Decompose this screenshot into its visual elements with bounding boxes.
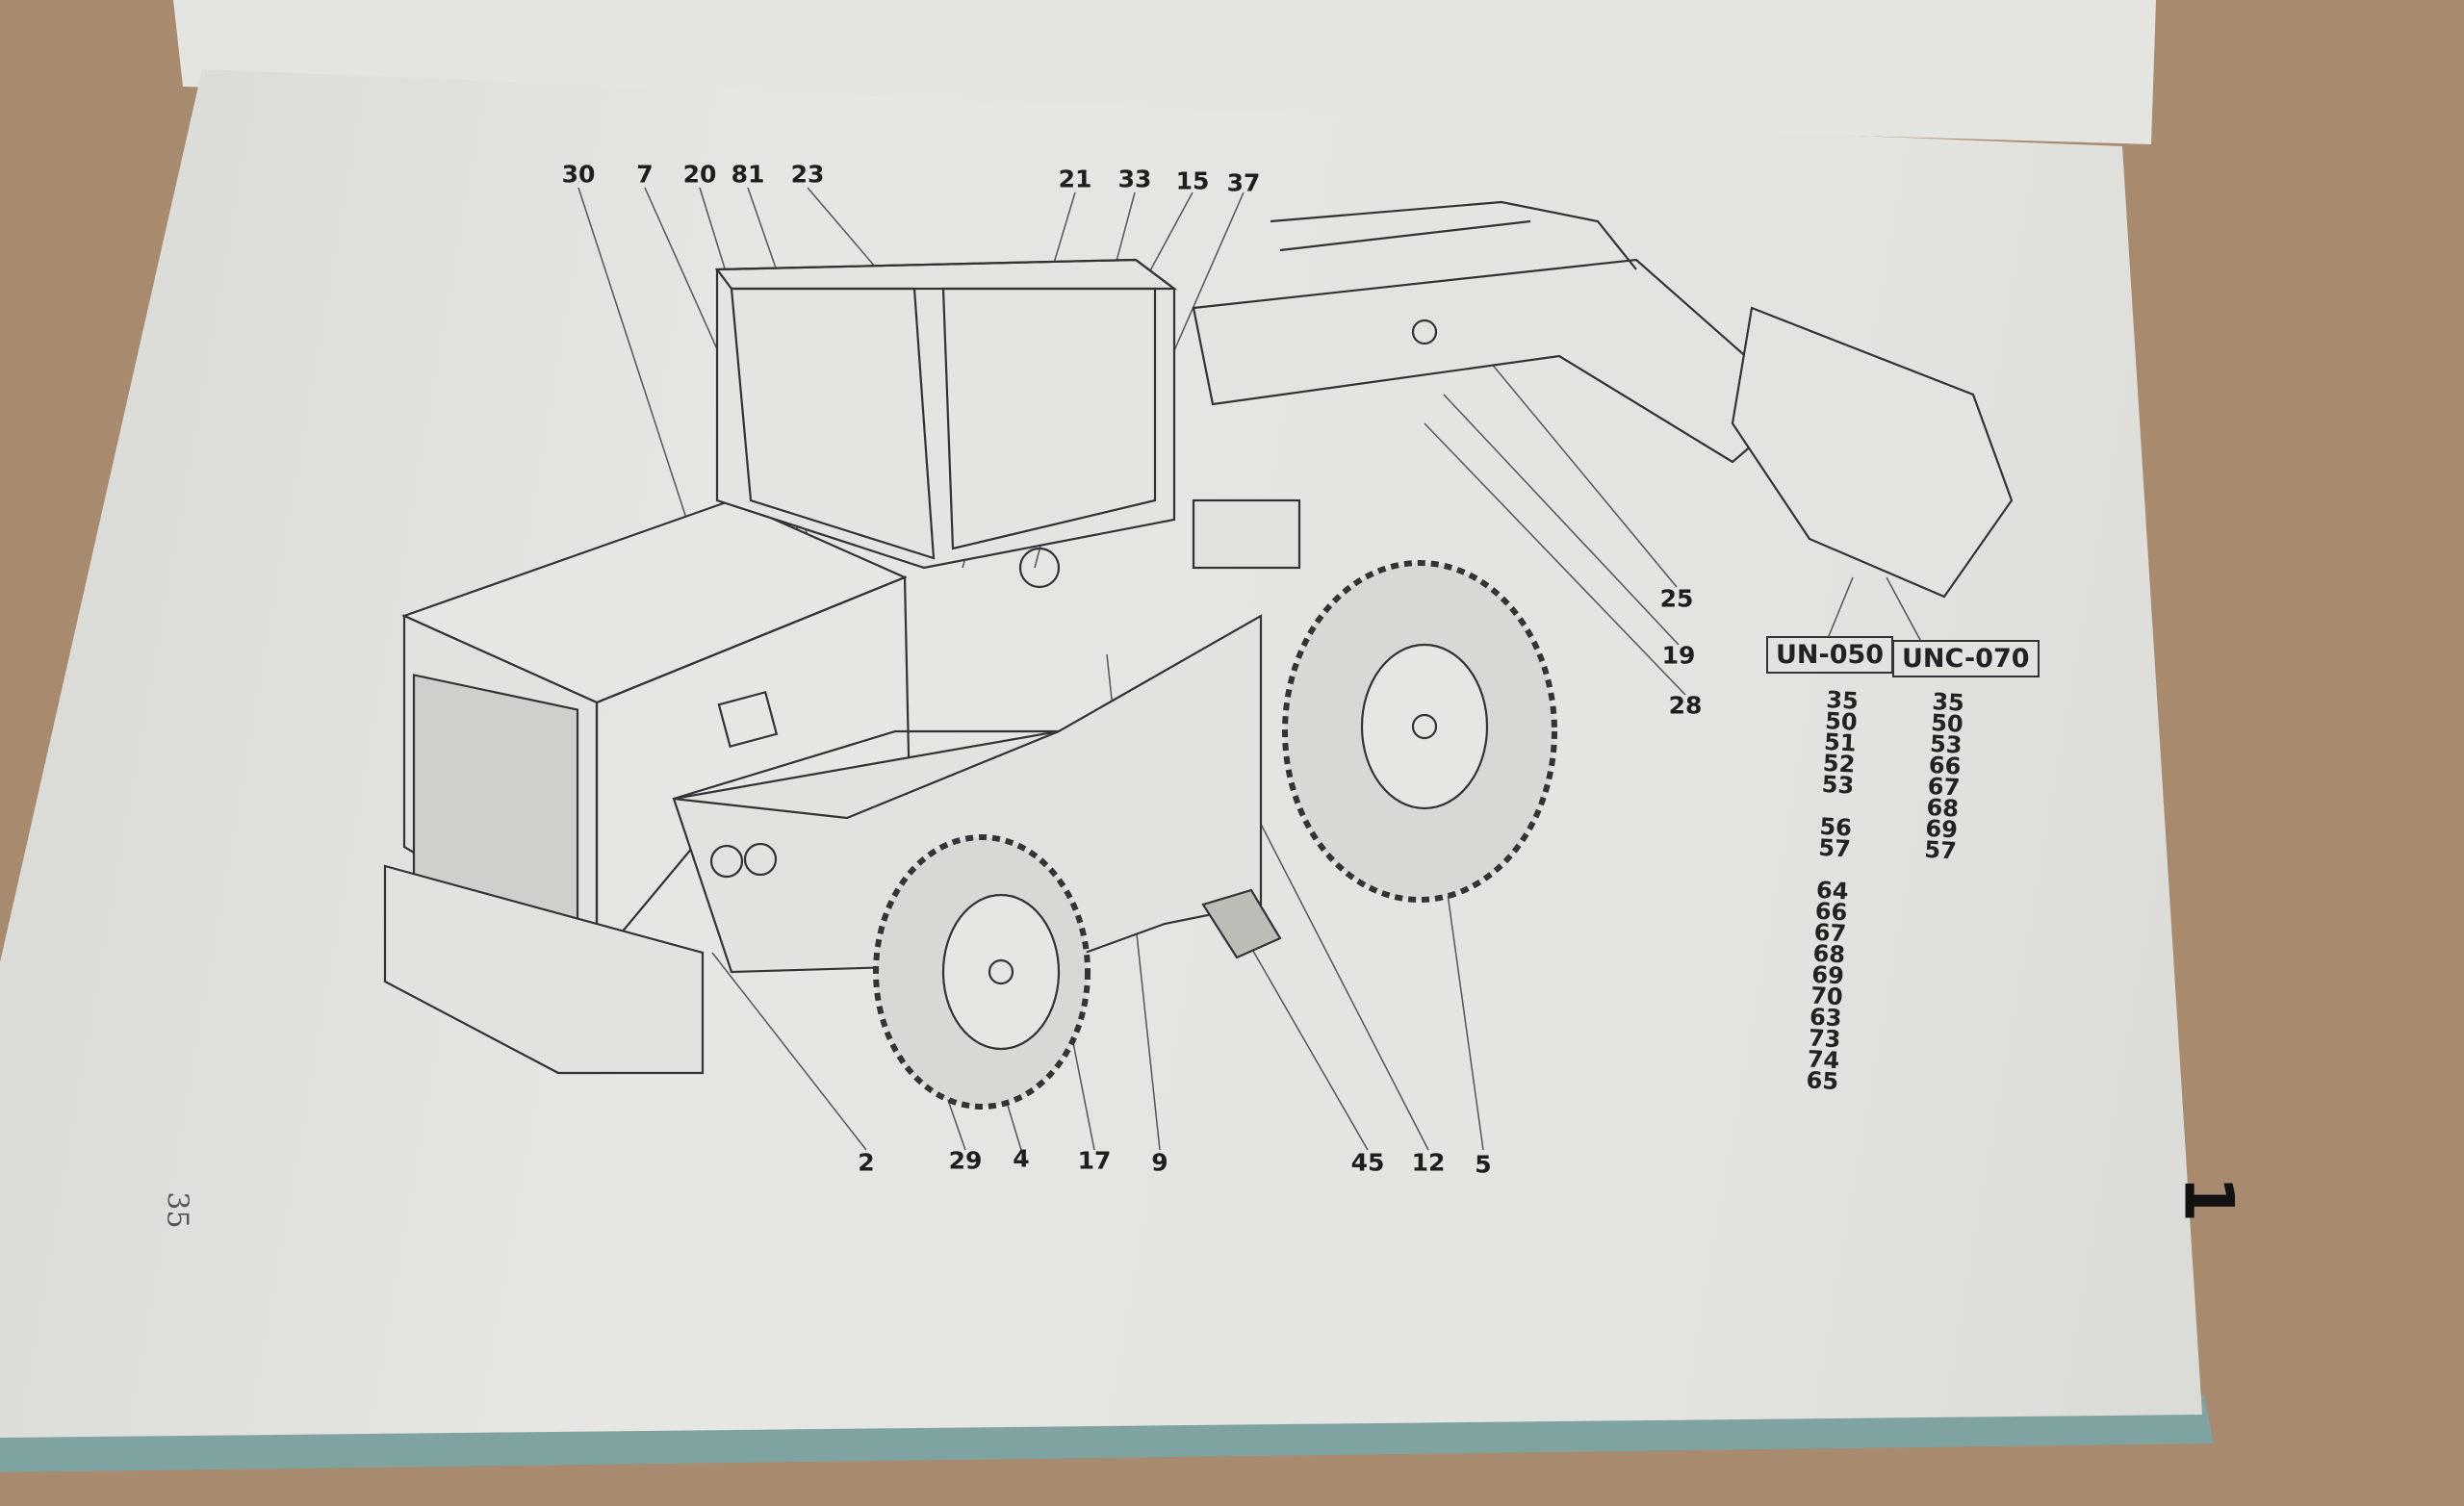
callout-label: 4 — [1013, 1144, 1030, 1173]
callout-label: 12 — [1411, 1148, 1446, 1177]
callout-label: 45 — [1350, 1148, 1385, 1177]
page-number: 35 — [160, 1191, 194, 1229]
callout-label: 25 — [1659, 584, 1694, 613]
callout-label: 29 — [948, 1146, 983, 1175]
part-number: 57 — [1923, 835, 1958, 865]
callout-label: 17 — [1077, 1146, 1112, 1175]
model-box-unc070: UNC-070 — [1892, 640, 2040, 677]
callout-label: 19 — [1661, 641, 1696, 670]
callout-label: 15 — [1175, 166, 1210, 195]
callout-label: 5 — [1475, 1150, 1492, 1179]
part-number: 65 — [1805, 1066, 1839, 1096]
rear-wheel — [873, 834, 1091, 1110]
callout-label: 37 — [1226, 168, 1261, 197]
callout-label: 2 — [858, 1148, 875, 1177]
front-wheel — [1282, 560, 1557, 903]
cab — [714, 258, 1178, 589]
loader-arm-bucket — [1192, 200, 2014, 599]
callout-label: 20 — [682, 160, 717, 189]
wheel-chock — [1201, 888, 1282, 959]
callout-label: 7 — [636, 160, 654, 189]
callout-label: 21 — [1058, 165, 1092, 193]
chapter-number: 1 — [2169, 1175, 2248, 1223]
part-number: 57 — [1817, 833, 1852, 863]
callout-label: 30 — [561, 160, 596, 189]
engine-hood — [383, 498, 911, 1075]
callout-label: 28 — [1668, 691, 1703, 720]
model-box-un050: UN-050 — [1766, 636, 1894, 674]
part-number: 53 — [1821, 770, 1855, 800]
callout-label: 33 — [1117, 165, 1152, 193]
callout-label: 23 — [790, 160, 825, 189]
callout-label: 9 — [1151, 1148, 1168, 1177]
callout-label: 81 — [731, 160, 765, 189]
